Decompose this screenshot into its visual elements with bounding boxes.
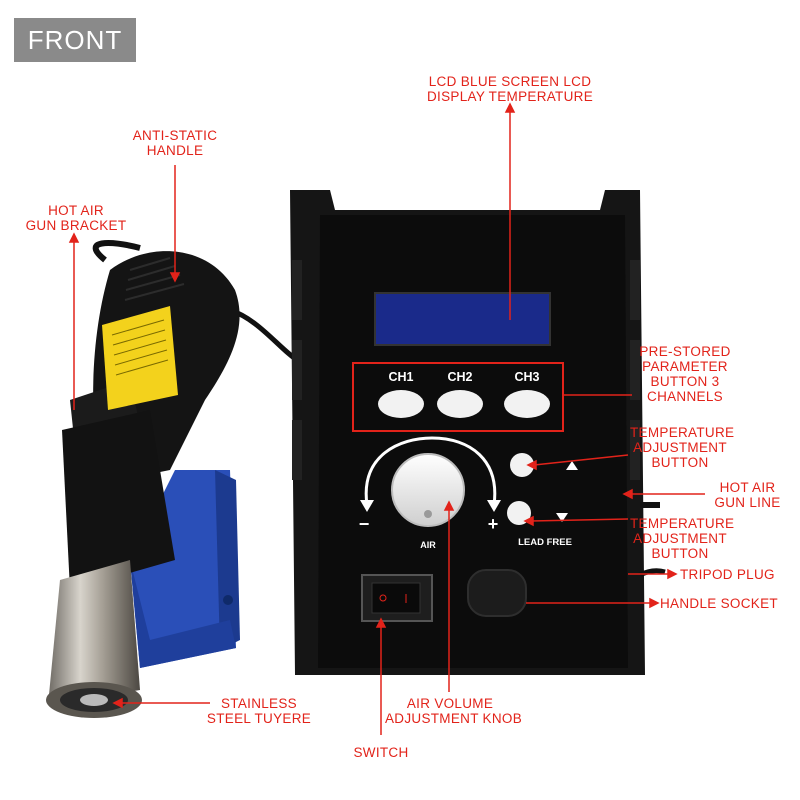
front-badge: FRONT xyxy=(14,18,136,62)
temp-down-button xyxy=(507,501,531,525)
down-arrow-icon xyxy=(556,513,568,522)
ch2-button xyxy=(437,390,483,418)
preset-highlight-box xyxy=(352,362,564,432)
ch3-label: CH3 xyxy=(514,370,539,384)
knob-plus: + xyxy=(488,514,499,534)
lead-free-label: LEAD FREE xyxy=(518,537,572,548)
ch1-button xyxy=(378,390,424,418)
label-handle-socket: HANDLE SOCKET xyxy=(660,596,778,611)
label-tripod-plug: TRIPOD PLUG xyxy=(680,567,775,582)
callout-lines xyxy=(68,102,705,735)
label-switch: SWITCH xyxy=(353,745,409,760)
temp-up-button xyxy=(510,453,534,477)
gun-cable-top xyxy=(92,240,141,263)
knob-minus: − xyxy=(359,514,370,534)
air-label: AIR xyxy=(420,540,436,550)
handle-socket xyxy=(467,569,527,617)
ch3-button xyxy=(504,390,550,418)
hot-air-gun xyxy=(46,251,240,718)
lcd-display xyxy=(374,292,551,346)
soldering-station: CH1 CH2 CH3 − + AIR LEAD FREE xyxy=(290,190,645,675)
knob-arc xyxy=(364,436,497,506)
ch2-label: CH2 xyxy=(447,370,472,384)
ch1-label: CH1 xyxy=(388,370,413,384)
gun-cable xyxy=(229,307,302,365)
up-arrow-icon xyxy=(566,461,578,470)
